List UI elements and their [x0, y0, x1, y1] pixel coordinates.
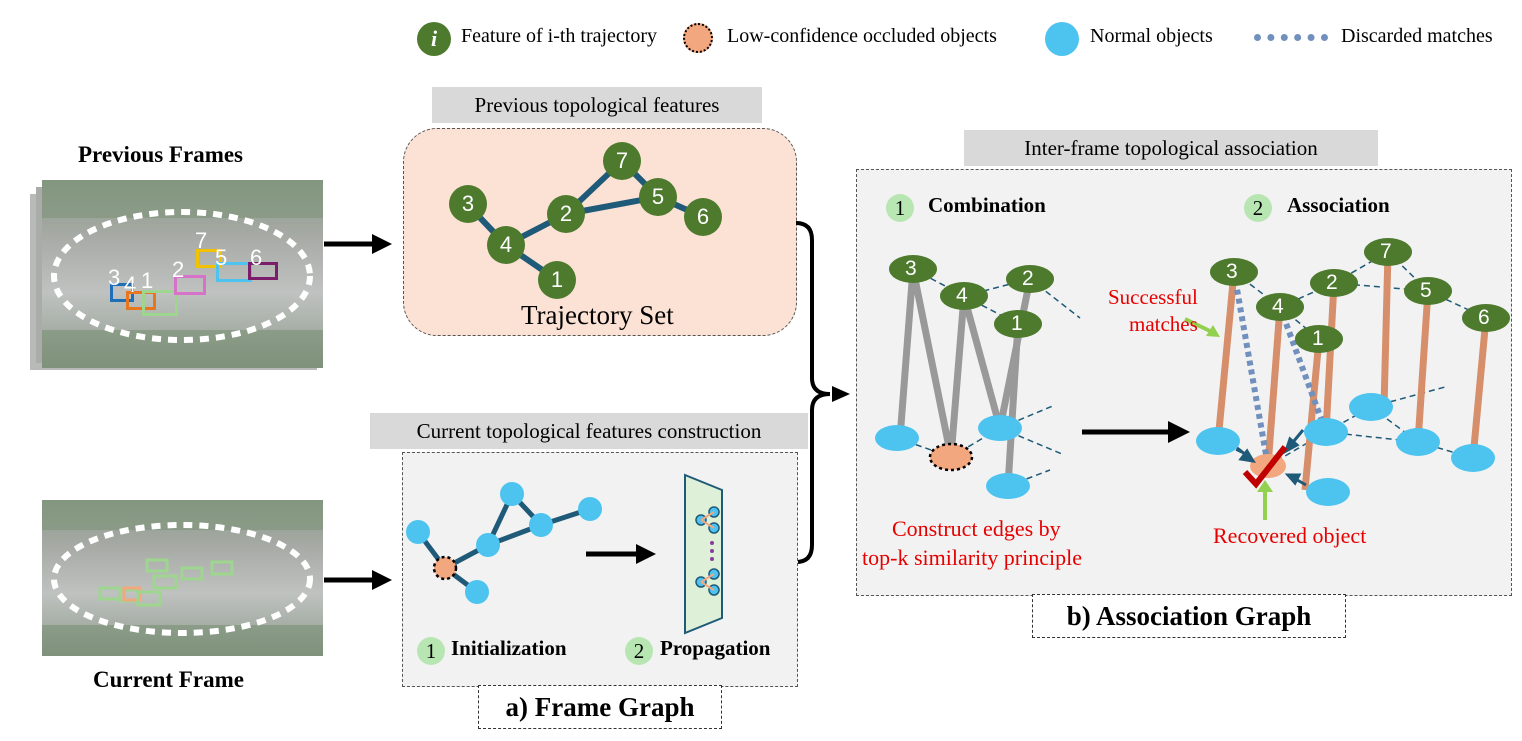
bbox-2 — [174, 275, 206, 295]
trajectory-feature-legend-label: Feature of i-th trajectory — [461, 25, 658, 47]
bbox-7 — [196, 249, 222, 268]
trajectory-node-6: 6 — [684, 198, 722, 236]
current-topological-features-banner: Current topological features constructio… — [370, 413, 808, 449]
association-node-5-label: 5 — [1420, 279, 1432, 302]
association-label: Association — [1287, 193, 1390, 217]
trajectory-node-7: 7 — [603, 142, 641, 180]
construct-edges-label-line1: Construct edges by — [892, 516, 1061, 541]
inter-frame-association-banner: Inter-frame topological association — [964, 130, 1378, 166]
construct-edges-label-line2: top-k similarity principle — [862, 545, 1082, 570]
trajectory-node-5: 5 — [639, 178, 677, 216]
low-confidence-legend-icon — [683, 23, 713, 53]
previous-frames-title: Previous Frames — [78, 142, 244, 167]
merge-bracket — [795, 221, 831, 564]
combination-step-badge: 1 — [886, 194, 914, 222]
current-frame-image — [42, 500, 323, 656]
normal-object-legend-label: Normal objects — [1090, 25, 1213, 47]
bbox-2-label: 2 — [172, 257, 185, 282]
normal-object-legend-icon — [1045, 22, 1079, 56]
combination-node-3-label: 3 — [905, 257, 917, 280]
successful-matches-label-line2: matches — [1129, 312, 1198, 336]
current-frame-arrow — [324, 570, 392, 590]
successful-matches-label-line1: Successful — [1108, 285, 1198, 309]
bbox-6 — [248, 262, 278, 280]
previous-frame-overlay — [42, 180, 323, 368]
combination-label: Combination — [928, 193, 1046, 217]
propagation-label: Propagation — [660, 636, 771, 660]
combination-node-4-label: 4 — [956, 284, 968, 307]
frame-graph-caption: a) Frame Graph — [478, 685, 722, 729]
bbox-7-label: 7 — [195, 228, 208, 253]
association-graph-caption: b) Association Graph — [1032, 594, 1346, 638]
low-confidence-legend-label: Low-confidence occluded objects — [727, 25, 997, 47]
association-node-7-label: 7 — [1380, 240, 1392, 263]
initialization-label: Initialization — [451, 636, 567, 660]
trajectory-node-3: 3 — [449, 185, 487, 223]
bbox-5-label: 5 — [215, 245, 228, 270]
trajectory-set-label: Trajectory Set — [521, 300, 674, 330]
discarded-match-legend-label: Discarded matches — [1341, 25, 1493, 47]
association-node-2-label: 2 — [1326, 271, 1338, 294]
trajectory-node-4: 4 — [487, 226, 525, 264]
previous-topological-features-banner: Previous topological features — [432, 87, 762, 123]
association-node-1-label: 1 — [1312, 327, 1324, 350]
bbox-4-label: 4 — [124, 272, 137, 297]
bbox-1 — [142, 290, 178, 316]
previous-frame-arrow — [324, 234, 392, 254]
association-node-6-label: 6 — [1478, 306, 1490, 329]
merge-arrowhead — [832, 386, 850, 402]
bbox-1-label: 1 — [141, 268, 154, 293]
bbox-4 — [126, 291, 156, 310]
combination-node-1-label: 1 — [1011, 312, 1023, 335]
discarded-match-legend-icon — [1254, 34, 1328, 41]
current-frame-title: Current Frame — [93, 667, 244, 692]
combination-node-2-label: 2 — [1022, 267, 1034, 290]
initialization-step-badge: 1 — [417, 637, 445, 665]
current-frame-overlay — [42, 500, 323, 656]
bbox-6-label: 6 — [250, 245, 263, 270]
association-step-badge: 2 — [1244, 194, 1272, 222]
recovered-object-label: Recovered object — [1213, 523, 1367, 548]
previous-frame-image: 7 5 6 3 4 1 2 — [42, 180, 323, 368]
trajectory-node-2: 2 — [547, 195, 585, 233]
propagation-step-badge: 2 — [625, 637, 653, 665]
trajectory-node-1: 1 — [538, 261, 576, 299]
association-node-3-label: 3 — [1226, 260, 1238, 283]
association-node-4-label: 4 — [1272, 295, 1284, 318]
trajectory-feature-legend-icon: i — [417, 22, 451, 56]
bbox-3-label: 3 — [108, 265, 121, 290]
